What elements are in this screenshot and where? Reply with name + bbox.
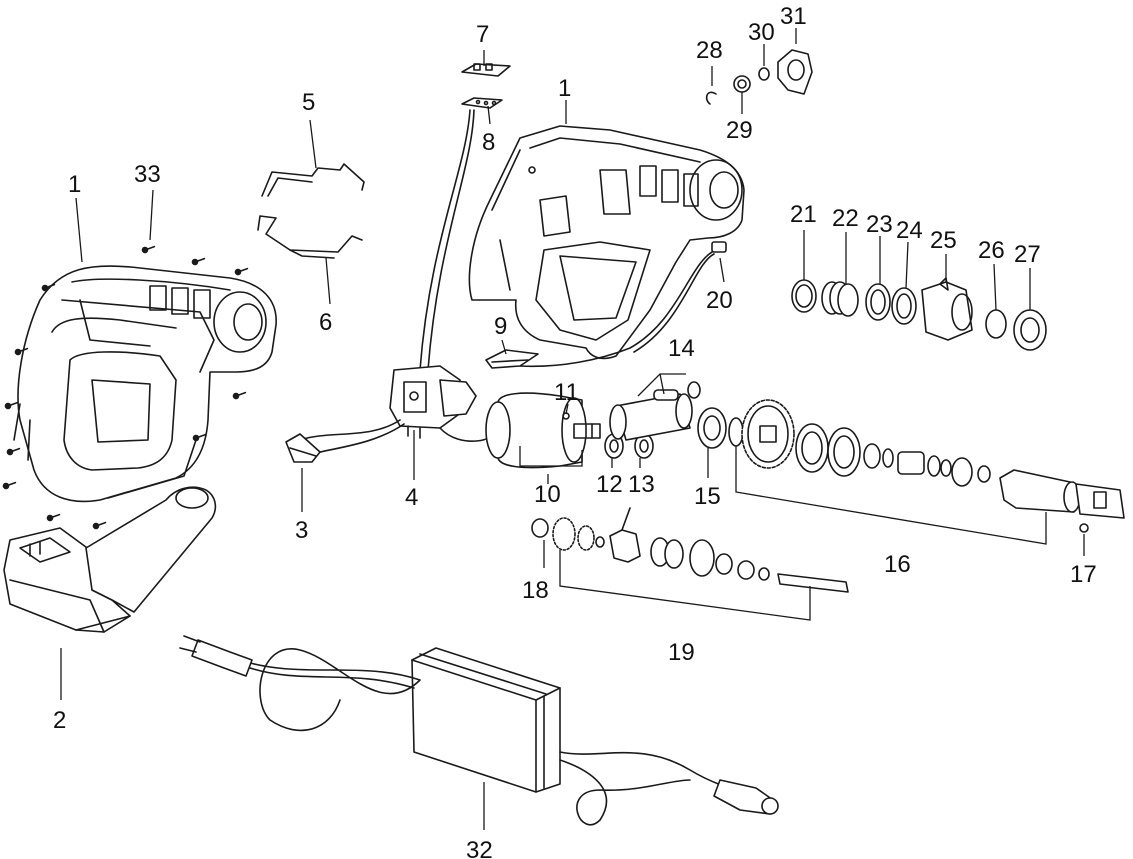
terminal-plate-top xyxy=(461,63,511,77)
callout-33: 33 xyxy=(134,161,161,188)
callout-26: 26 xyxy=(978,237,1005,264)
battery-pack xyxy=(3,486,217,633)
callout-5: 5 xyxy=(302,89,315,116)
chuck-ring-23 xyxy=(865,283,891,321)
callout-14: 14 xyxy=(668,335,695,362)
callout-16: 16 xyxy=(884,551,911,578)
callout-22: 22 xyxy=(832,205,859,232)
callout-11: 11 xyxy=(554,379,579,406)
retaining-clip xyxy=(705,91,717,105)
callout-8: 8 xyxy=(482,129,495,156)
callout-29: 29 xyxy=(726,117,753,144)
callout-24: 24 xyxy=(896,217,923,244)
callout-32: 32 xyxy=(466,837,493,859)
callout-9: 9 xyxy=(494,313,507,340)
callout-12: 12 xyxy=(596,471,623,498)
chuck-sleeve-25 xyxy=(921,277,973,341)
housing-right-half xyxy=(468,125,745,360)
o-ring xyxy=(758,67,770,81)
chuck-spring-22 xyxy=(821,281,859,317)
housing-left-half xyxy=(13,265,277,503)
callout-20: 20 xyxy=(706,287,733,314)
switch-module xyxy=(389,365,477,439)
charger-cable xyxy=(179,635,779,826)
gear-bearings xyxy=(795,423,894,477)
callout-27: 27 xyxy=(1014,241,1041,268)
callout-4: 4 xyxy=(405,484,418,511)
terminal-wires xyxy=(419,109,475,371)
spindle-components xyxy=(897,451,991,487)
chuck-bearing-27 xyxy=(1013,309,1047,351)
motor-washer xyxy=(604,433,624,459)
callout-21: 21 xyxy=(790,201,817,228)
washer-small xyxy=(733,75,751,93)
callout-1-right: 1 xyxy=(558,75,571,102)
chuck-ring-21 xyxy=(791,279,817,313)
callout-1-left: 1 xyxy=(68,171,81,198)
terminal-plate-bottom xyxy=(461,97,503,109)
callout-7: 7 xyxy=(476,21,489,48)
chuck-ring-24 xyxy=(891,287,917,325)
callout-31: 31 xyxy=(780,3,807,30)
callout-28: 28 xyxy=(696,37,723,64)
callout-30: 30 xyxy=(748,19,775,46)
clip-bracket xyxy=(261,163,365,197)
callout-13: 13 xyxy=(628,471,655,498)
callout-23: 23 xyxy=(866,211,893,238)
callout-3: 3 xyxy=(295,517,308,544)
bearing-ring xyxy=(697,407,744,449)
guide-pins xyxy=(609,381,701,441)
guide-pin-cable xyxy=(519,241,727,368)
callout-25: 25 xyxy=(930,227,957,254)
callout-15: 15 xyxy=(694,483,721,510)
lower-gear-train xyxy=(531,507,849,593)
switch-wires xyxy=(285,419,494,463)
callout-2: 2 xyxy=(53,707,66,734)
switch-lever xyxy=(485,349,539,369)
charger xyxy=(411,647,561,793)
motor xyxy=(485,392,601,469)
leader-lines xyxy=(60,28,1085,830)
callout-6: 6 xyxy=(319,309,332,336)
callout-19: 19 xyxy=(668,639,695,666)
callout-18: 18 xyxy=(522,577,549,604)
spring-wire xyxy=(257,215,363,259)
spindle-tube xyxy=(999,469,1125,533)
callout-10: 10 xyxy=(534,481,561,508)
callout-17: 17 xyxy=(1070,561,1097,588)
front-cap xyxy=(777,49,813,95)
housing-screws xyxy=(2,245,249,530)
chuck-ring-26 xyxy=(985,309,1007,339)
main-gear xyxy=(741,399,795,469)
callout-labels: 1 1 2 3 4 5 6 7 8 9 10 11 12 13 14 15 16… xyxy=(53,3,1097,859)
